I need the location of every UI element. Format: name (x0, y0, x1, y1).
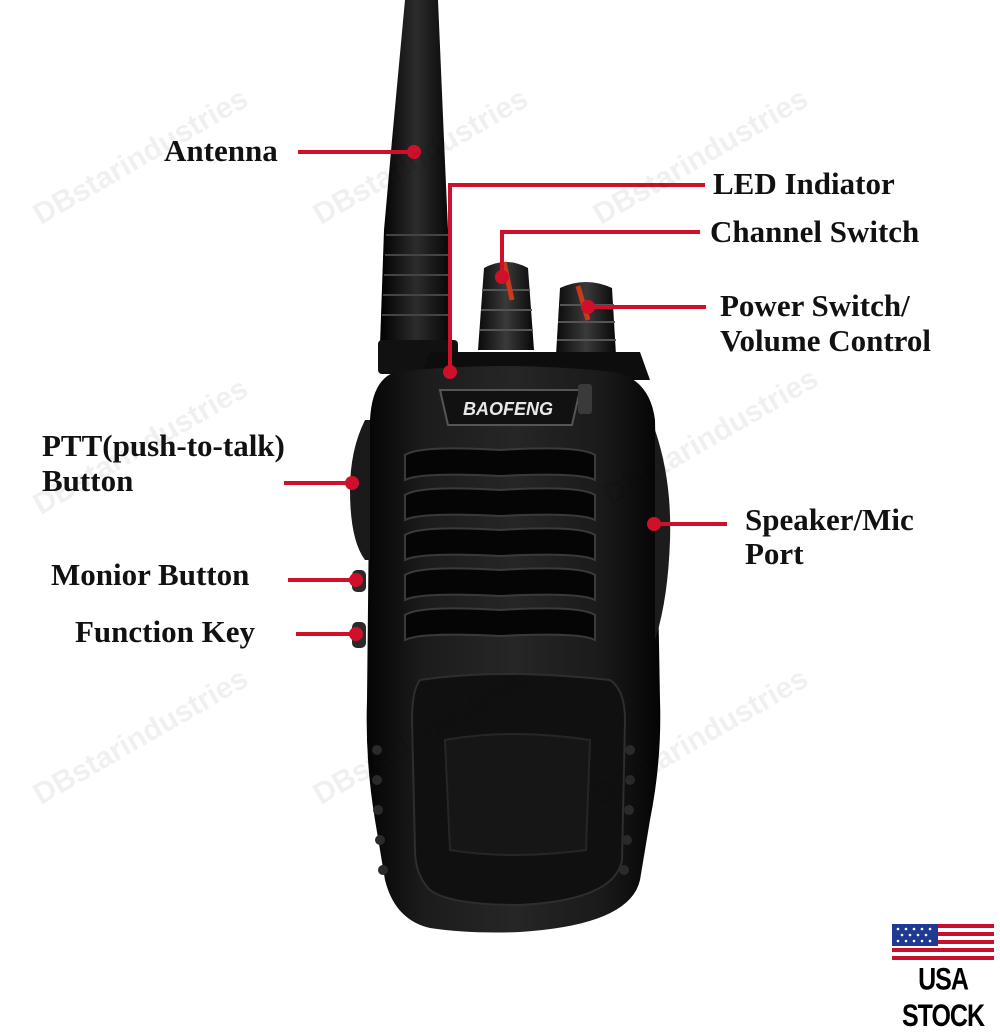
battery-label-area (443, 733, 592, 856)
label-power-switch-line1: Power Switch/ (720, 288, 910, 323)
callout-line-led (448, 183, 705, 372)
speaker-port-shape (655, 430, 671, 640)
label-ptt-line2: Button (42, 463, 134, 498)
speaker-grille (404, 447, 596, 642)
label-function-key: Function Key (75, 614, 255, 649)
callout-line-channel (500, 230, 700, 275)
walkie-talkie-diagram: BAOFENG (284, 0, 727, 933)
callout-dot-power (581, 300, 595, 314)
label-speaker-line2: Port (745, 536, 804, 571)
channel-knob (478, 261, 534, 350)
callout-dot-monitor (349, 573, 363, 587)
callout-dot-channel (495, 270, 509, 284)
callout-dot-ptt (345, 476, 359, 490)
side-button-ptt (350, 420, 370, 560)
label-ptt-line1: PTT(push-to-talk) (42, 428, 285, 463)
label-monitor-button: Monior Button (51, 557, 250, 592)
label-speaker-line1: Speaker/Mic (745, 502, 914, 537)
label-led-indicator: LED Indiator (713, 166, 895, 201)
brand-plate: BAOFENG (438, 389, 582, 426)
label-power-switch-line2: Volume Control (720, 323, 931, 358)
brand-text: BAOFENG (463, 399, 553, 419)
label-channel-switch: Channel Switch (710, 214, 920, 249)
callout-dot-led (443, 365, 457, 379)
antenna (378, 0, 458, 374)
callout-dot-speaker (647, 517, 661, 531)
led-window (578, 384, 592, 414)
callout-dot-antenna (407, 145, 421, 159)
callouts (284, 145, 727, 641)
callout-dot-function (349, 627, 363, 641)
grip-dots (372, 745, 635, 875)
volume-knob (556, 282, 616, 355)
usa-stock-badge: USA STOCK (901, 962, 985, 1034)
usa-flag-icon (892, 924, 994, 964)
label-antenna: Antenna (164, 133, 278, 168)
